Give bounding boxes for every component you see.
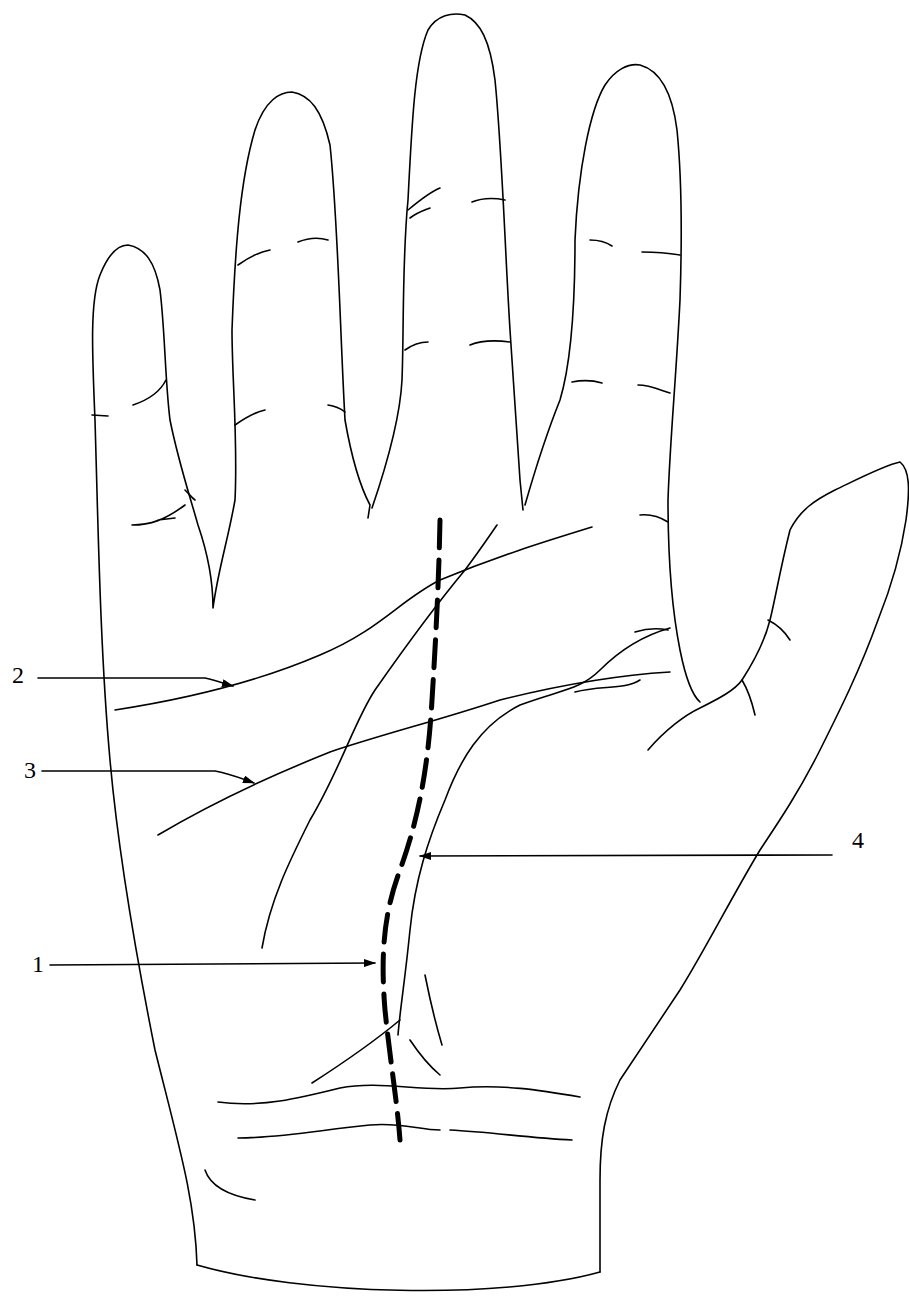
thumb-crease [768,620,790,640]
thumb-outline [600,462,908,1272]
thumb-crease [742,680,755,715]
finger-crease [235,238,345,425]
finger-crease [572,240,680,522]
wrist-outline [197,1265,600,1290]
leader-arrow [50,963,375,965]
callout-number: 3 [24,757,36,783]
leader-arrow [42,771,254,783]
callout-wrap: 2 [12,663,24,687]
hand-outline [93,14,700,1265]
palm-line [312,1020,400,1083]
finger-crease [405,188,510,350]
callout-wrap: 4 [852,828,864,852]
callout-number: 1 [32,951,44,977]
palm-line [410,975,442,1075]
life-line [398,628,670,1035]
callout-wrap: 1 [32,952,44,976]
leader-arrow [38,678,233,686]
wrist-crease [218,1085,580,1104]
callout-number: 2 [12,662,24,688]
dashed-line [383,520,440,1140]
heart-line [115,527,592,710]
palm-line [262,525,497,948]
callout-number: 4 [852,827,864,853]
finger-crease [92,380,195,525]
palm-line [575,629,668,692]
head-line [158,672,670,835]
wrist-crease [238,1124,572,1140]
callout-wrap: 3 [24,758,36,782]
wrist-crease [205,1170,255,1200]
leader-arrow [420,855,832,856]
